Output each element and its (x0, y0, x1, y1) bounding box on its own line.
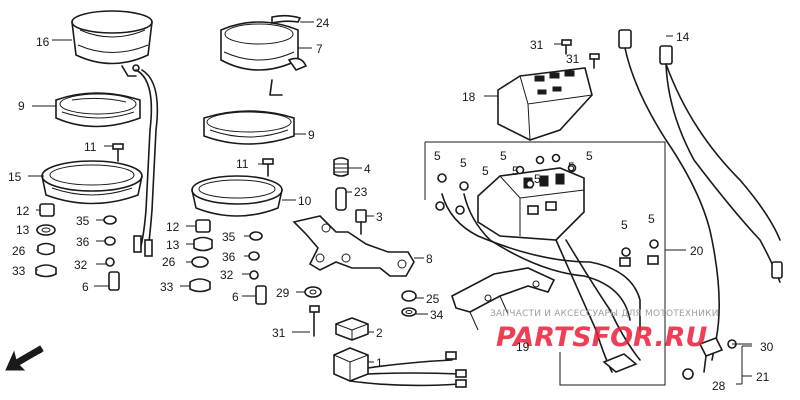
bolt-3 (355, 209, 367, 235)
callout-14: 15 (8, 170, 22, 184)
callout-36-middle: 36 (222, 250, 236, 264)
callout-8: 8 (426, 252, 433, 266)
small-parts-middle (189, 219, 267, 305)
callout-34: 34 (430, 308, 444, 322)
callout-19: 19 (516, 340, 530, 354)
callout-18: 18 (462, 90, 476, 104)
indicator-cover-18 (497, 67, 593, 141)
callout-5-b: 5 (460, 156, 467, 170)
callout-3: 3 (376, 210, 383, 224)
callout-9-middle: 9 (308, 128, 315, 142)
callout-27: 29 (276, 286, 290, 300)
callout-1: 1 (376, 356, 383, 370)
callout-5-g: 5 (568, 160, 575, 174)
relay-2 (335, 317, 369, 341)
indicator-harness (435, 193, 641, 373)
callout-5-a: 5 (434, 149, 441, 163)
fwd-label: FWD (22, 344, 45, 363)
callout-labels: 16 9 15 11 12 13 26 33 35 36 32 6 24 7 9… (8, 16, 774, 393)
callout-30: 30 (760, 340, 774, 354)
callout-26-left: 26 (12, 244, 26, 258)
callout-5-d: 5 (500, 149, 507, 163)
indicator-bracket-19 (451, 267, 556, 331)
callout-4: 4 (364, 162, 371, 176)
fwd-arrow: FWD (5, 344, 45, 371)
callout-25: 25 (426, 292, 440, 306)
callout-6-middle: 6 (232, 290, 239, 304)
watermark-logo: PARTSFOR.RU (496, 322, 707, 353)
meter-harness-left (133, 69, 159, 257)
screws-31 (561, 39, 600, 69)
callout-16: 14 (676, 30, 690, 44)
callout-11-middle: 11 (236, 157, 249, 171)
callout-5-f: 5 (534, 172, 541, 186)
collar-23 (335, 187, 347, 211)
watermark-tagline: ЗАПЧАСТИ И АКСЕССУАРЫ ДЛЯ МОТОТЕХНИКИ (490, 309, 719, 319)
callout-31-a: 31 (530, 38, 544, 52)
callout-13-middle: 13 (166, 238, 180, 252)
screw-11-left (112, 143, 124, 162)
assembly-frame-20 (424, 141, 666, 386)
callout-36-left: 36 (76, 235, 90, 249)
callout-13-left: 13 (16, 223, 30, 237)
callout-10: 10 (298, 194, 312, 208)
callout-2: 2 (376, 326, 383, 340)
meter-case-left (71, 10, 153, 77)
callout-12-left: 12 (16, 204, 30, 218)
callout-5-h: 5 (586, 149, 593, 163)
callout-7: 7 (316, 42, 323, 56)
bolt-29 (309, 305, 320, 337)
small-parts-left (35, 203, 120, 291)
callout-28: 28 (712, 379, 726, 393)
indicator-bulbs-5 (437, 153, 659, 267)
callout-15: 16 (36, 35, 50, 49)
callout-33-middle: 33 (160, 280, 174, 294)
callout-23: 23 (354, 185, 368, 199)
meter-case-middle (220, 21, 308, 96)
callout-6-left: 6 (82, 280, 89, 294)
meter-cable-16 (618, 29, 783, 361)
callout-5-i: 5 (621, 218, 628, 232)
meter-ring-middle-9 (203, 110, 295, 145)
meter-bracket-8 (292, 215, 415, 277)
indicator-housing (477, 167, 585, 241)
rubber-grommet-4 (333, 157, 349, 177)
callout-33-left: 33 (12, 264, 26, 278)
callout-35-left: 35 (76, 214, 90, 228)
leader-lines (28, 21, 752, 385)
callout-29: 31 (272, 326, 286, 340)
watermark: ЗАПЧАСТИ И АКСЕССУАРЫ ДЛЯ МОТОТЕХНИКИ PA… (490, 309, 719, 353)
meter-ring-middle-10 (191, 175, 283, 217)
callout-32-middle: 32 (220, 268, 234, 282)
callout-26-middle: 26 (162, 255, 176, 269)
meter-lens-24 (271, 14, 302, 24)
callout-5-e: 5 (512, 164, 519, 178)
callout-24: 24 (316, 16, 330, 30)
callout-11-left: 11 (84, 140, 97, 154)
callout-9-left: 9 (18, 99, 25, 113)
grommet-25-34 (401, 290, 417, 317)
cable-end-21 (682, 336, 752, 380)
screw-11-middle (262, 158, 274, 177)
callout-5-j: 5 (648, 212, 655, 226)
callout-20: 20 (690, 244, 704, 258)
callout-12-middle: 12 (166, 220, 180, 234)
callout-21: 21 (756, 370, 770, 384)
callout-35-middle: 35 (222, 230, 236, 244)
callout-5-c: 5 (482, 164, 489, 178)
washer-27 (304, 286, 322, 298)
meter-ring-left-9 (55, 92, 141, 128)
callout-32-left: 32 (74, 258, 88, 272)
meter-ring-left-14 (41, 160, 143, 205)
unit-1 (333, 347, 467, 388)
callout-31-b: 31 (566, 52, 580, 66)
